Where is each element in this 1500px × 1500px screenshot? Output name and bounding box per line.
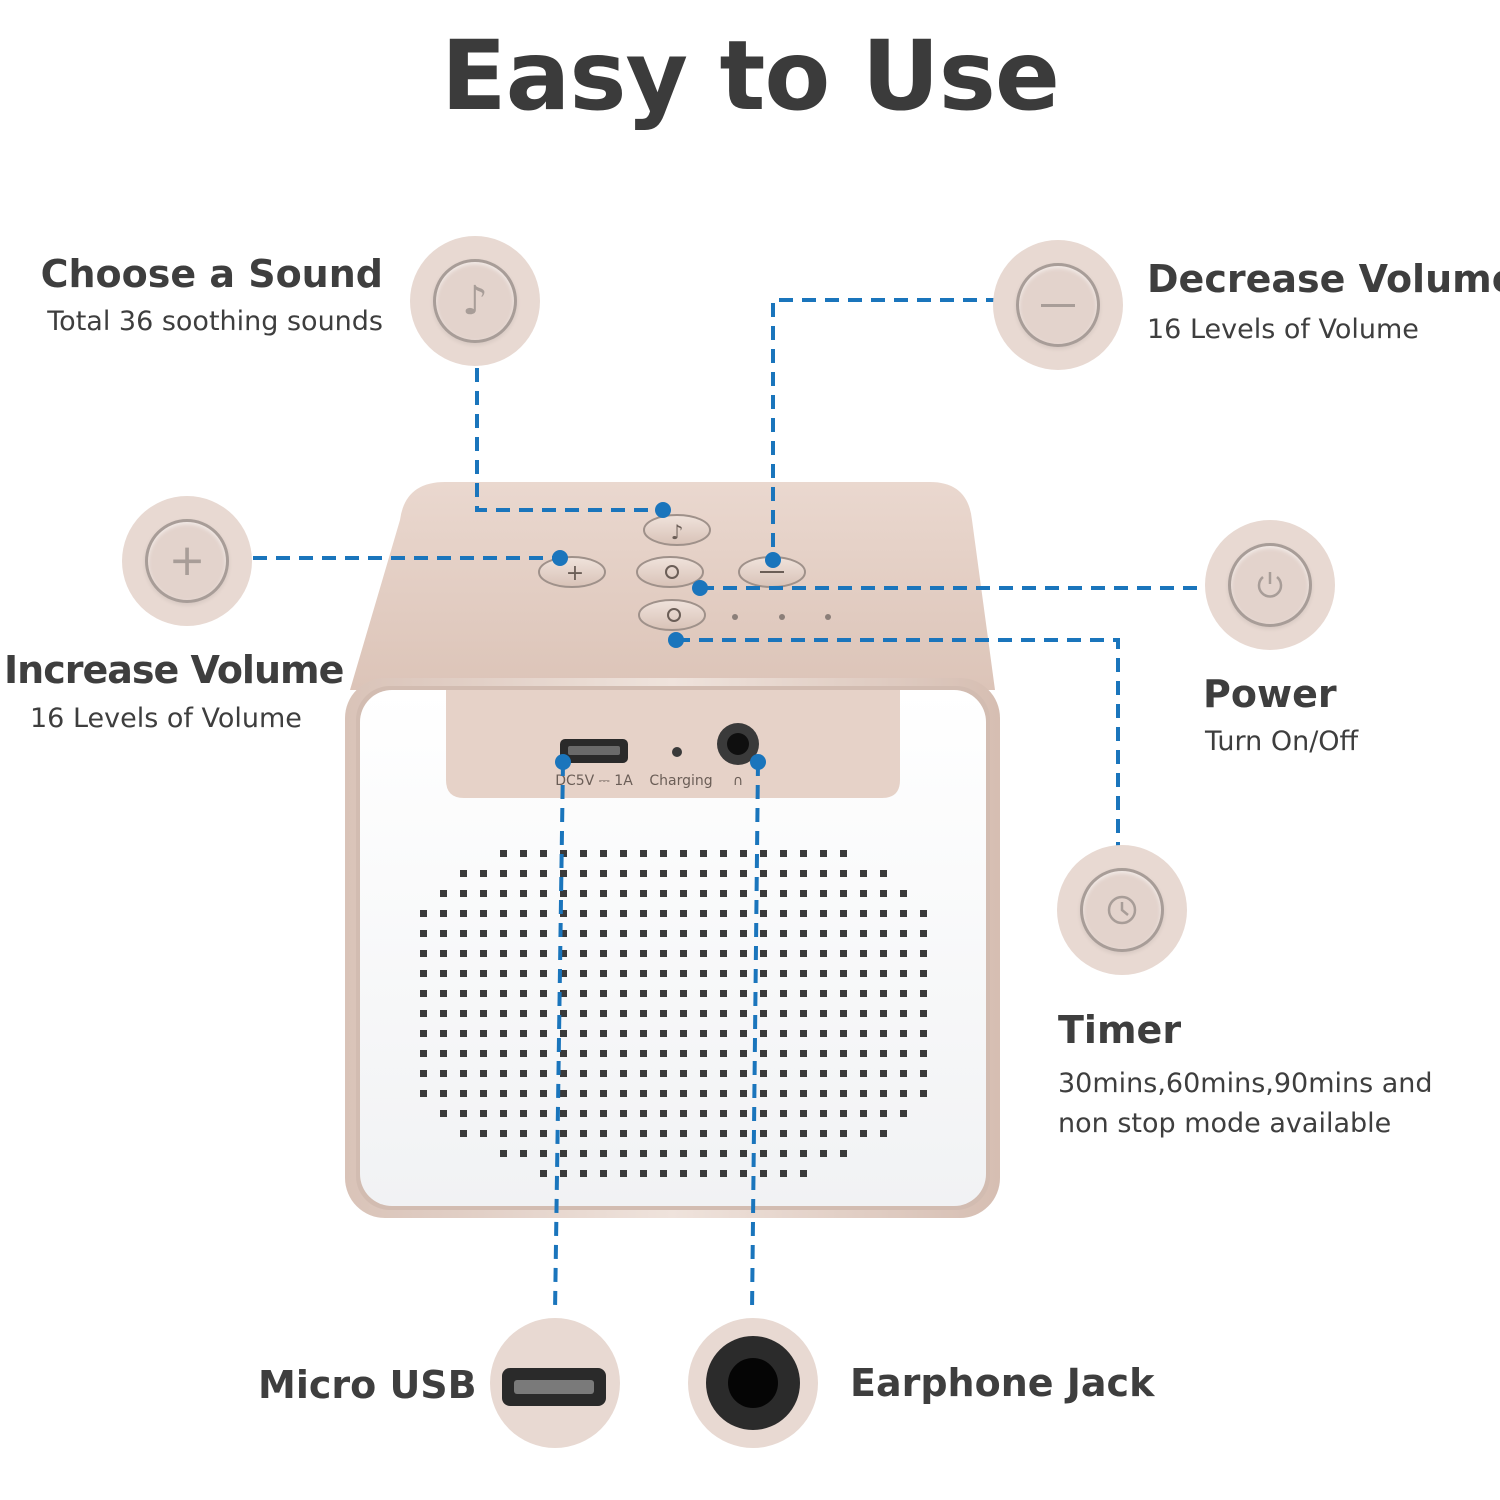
device-button-increase[interactable]: + xyxy=(538,556,606,588)
device-top: ♪ + xyxy=(350,482,995,690)
minus-icon xyxy=(1016,263,1100,347)
device-button-sound[interactable]: ♪ xyxy=(643,514,711,546)
micro-usb-icon xyxy=(502,1368,606,1406)
callout-increase-volume: + xyxy=(122,496,252,626)
device-port-micro-usb xyxy=(560,739,628,763)
timer-title: Timer xyxy=(1058,1008,1182,1052)
plus-icon: + xyxy=(145,519,229,603)
power-title: Power xyxy=(1203,672,1337,716)
port-label-charging: Charging xyxy=(649,773,712,789)
device-button-power[interactable] xyxy=(636,556,704,588)
leader-line-decrease xyxy=(771,298,1000,560)
callout-choose-sound: ♪ xyxy=(410,236,540,366)
choose-sound-subtitle: Total 36 soothing sounds xyxy=(47,306,383,337)
choose-sound-title: Choose a Sound xyxy=(40,252,383,296)
device-button-timer[interactable] xyxy=(638,599,706,631)
timer-subtitle-line1: 30mins,60mins,90mins and xyxy=(1058,1068,1433,1099)
music-note-icon: ♪ xyxy=(433,259,517,343)
leader-line-timer xyxy=(676,638,1120,848)
svg-text:∩: ∩ xyxy=(733,773,743,789)
power-icon xyxy=(1228,543,1312,627)
callout-power xyxy=(1205,520,1335,650)
timer-subtitle-line2: non stop mode available xyxy=(1058,1108,1392,1139)
callout-timer xyxy=(1057,845,1187,975)
callout-decrease-volume xyxy=(993,240,1123,370)
device-front: DC5V ⎓ 1A Charging ∩ xyxy=(345,678,1000,1218)
port-label-power: DC5V ⎓ 1A xyxy=(555,773,633,789)
callout-micro-usb xyxy=(490,1318,620,1448)
power-subtitle: Turn On/Off xyxy=(1205,726,1359,757)
decrease-volume-subtitle: 16 Levels of Volume xyxy=(1147,314,1419,345)
charging-led xyxy=(672,747,682,757)
page-title: Easy to Use xyxy=(441,20,1060,132)
speaker-grille xyxy=(420,850,927,1177)
svg-text:+: + xyxy=(566,561,584,586)
earphone-jack-title: Earphone Jack xyxy=(850,1361,1155,1405)
svg-text:♪: ♪ xyxy=(671,520,684,544)
leader-line-sound xyxy=(475,368,663,512)
decrease-volume-title: Decrease Volume xyxy=(1147,257,1500,301)
callout-earphone-jack xyxy=(688,1318,818,1448)
timer-leds xyxy=(732,614,831,620)
increase-volume-subtitle: 16 Levels of Volume xyxy=(30,703,302,734)
leader-dots xyxy=(552,502,781,770)
increase-volume-title: Increase Volume xyxy=(4,648,344,692)
device-port-earphone xyxy=(717,723,759,765)
clock-icon xyxy=(1080,868,1164,952)
earphone-jack-icon xyxy=(706,1336,800,1430)
leader-lines xyxy=(253,298,1205,1313)
micro-usb-title: Micro USB xyxy=(258,1363,477,1407)
